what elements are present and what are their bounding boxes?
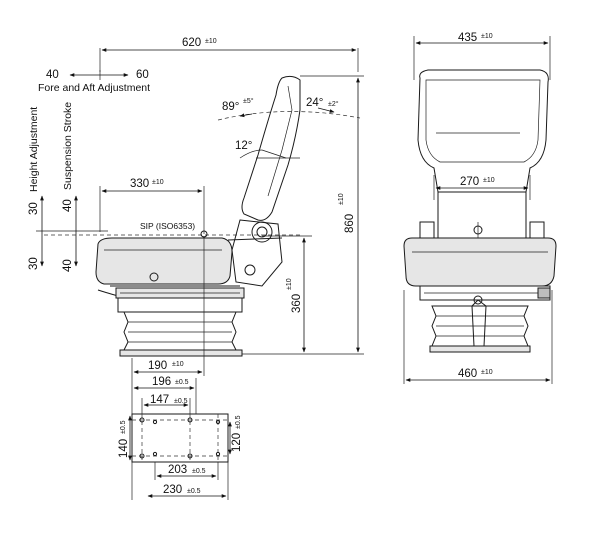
dim-203-value: 203	[168, 464, 187, 476]
suspension-bellows-side	[123, 311, 237, 351]
dim-620-value: 620	[182, 37, 201, 49]
dim-stroke-down: 40	[62, 259, 74, 272]
dim-360-tol: ±10	[286, 278, 293, 290]
backrest-front	[417, 69, 549, 193]
sip-label: SIP (ISO6353)	[140, 221, 195, 231]
dim-460-value: 460	[458, 368, 477, 380]
dim-190-tol: ±10	[172, 361, 184, 368]
dim-230-tol: ±0.5	[187, 488, 201, 495]
dim-196-tol: ±0.5	[175, 379, 189, 386]
dim-140-tol: ±0.5	[120, 420, 127, 434]
dim-147-tol: ±0.5	[174, 398, 188, 405]
dim-stroke-up: 40	[62, 199, 74, 212]
dim-196-value: 196	[152, 376, 171, 388]
dim-140-value: 140	[118, 439, 130, 458]
dim-860-value: 860	[344, 214, 356, 233]
angle-24-tol: ±2°	[328, 100, 339, 108]
suspension-stroke-label: Suspension Stroke	[62, 102, 74, 190]
angle-12-value: 12°	[235, 140, 252, 152]
dim-860-tol: ±10	[338, 193, 345, 205]
dim-120-value: 120	[231, 433, 243, 452]
dim-190-value: 190	[148, 360, 167, 372]
backrest-side	[241, 75, 301, 221]
fore-aft-label: Fore and Aft Adjustment	[38, 82, 150, 94]
dim-height-up: 30	[28, 202, 40, 215]
dim-270-tol: ±10	[483, 177, 495, 184]
suspension-bellows-front	[431, 299, 529, 347]
dim-460-tol: ±10	[481, 369, 493, 376]
dim-270-value: 270	[460, 176, 479, 188]
dim-height-down: 30	[28, 257, 40, 270]
dim-330-tol: ±10	[152, 179, 164, 186]
front-view: 435 ±10 270 ±10	[403, 32, 557, 384]
dim-120-tol: ±0.5	[235, 415, 242, 429]
seat-cushion-side	[95, 237, 233, 285]
dim-620-tol: ±10	[205, 38, 217, 45]
dim-203-tol: ±0.5	[192, 468, 206, 475]
dim-435-value: 435	[458, 32, 477, 44]
height-adjustment-label: Height Adjustment	[28, 107, 40, 192]
dim-435-tol: ±10	[481, 33, 493, 40]
dim-fore-value: 40	[46, 69, 59, 81]
side-view: 620 ±10 40 60 Fore and Aft Adjustment He…	[28, 37, 364, 500]
seat-cushion-front	[403, 237, 557, 287]
dim-147-value: 147	[150, 394, 169, 406]
angle-89-value: 89°	[222, 101, 239, 113]
dim-360-value: 360	[291, 294, 303, 313]
mounting-plate	[131, 413, 229, 463]
dim-330-value: 330	[130, 178, 149, 190]
dim-230-value: 230	[163, 484, 182, 496]
angle-89-tol: ±5°	[243, 97, 254, 105]
angle-24-value: 24°	[306, 97, 323, 109]
dim-aft-value: 60	[136, 69, 149, 81]
